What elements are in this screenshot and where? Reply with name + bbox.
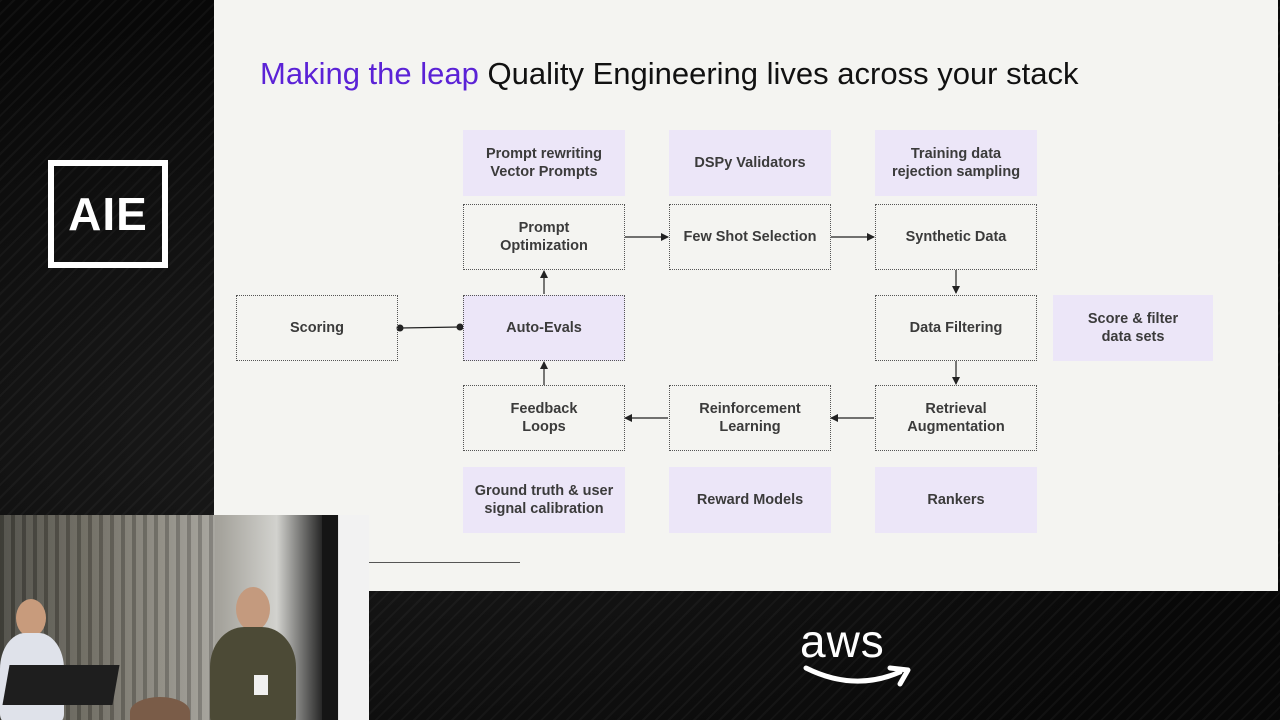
node-ground-truth: Ground truth & user signal calibration (463, 467, 625, 533)
presenter-badge (254, 675, 268, 695)
node-feedback-loops: Feedback Loops (463, 385, 625, 451)
node-few-shot-selection: Few Shot Selection (669, 204, 831, 270)
audience-head (130, 697, 190, 720)
slide-title: Making the leap Quality Engineering live… (260, 56, 1078, 92)
title-rest: Quality Engineering lives across your st… (478, 56, 1079, 91)
node-prompt-optimization: Prompt Optimization (463, 204, 625, 270)
node-synthetic-data: Synthetic Data (875, 204, 1037, 270)
aws-smile-icon (803, 665, 911, 687)
node-dspy-validators: DSPy Validators (669, 130, 831, 196)
speaker-video-inset (0, 515, 369, 720)
slide: Making the leap Quality Engineering live… (214, 0, 1278, 591)
presenter-right-head (236, 587, 270, 631)
aie-logo-text: AIE (68, 188, 148, 240)
node-prompt-rewriting: Prompt rewriting Vector Prompts (463, 130, 625, 196)
presenter-laptop (2, 665, 120, 705)
node-auto-evals: Auto-Evals (463, 295, 625, 361)
title-accent: Making the leap (260, 56, 479, 91)
node-reward-models: Reward Models (669, 467, 831, 533)
presenter-right-body (210, 627, 296, 720)
node-retrieval-augmentation: Retrieval Augmentation (875, 385, 1037, 451)
video-door-frame (322, 515, 338, 720)
link-dot-scoring (396, 324, 404, 332)
link-scoring-autoevals (399, 326, 461, 329)
link-dot-autoevals (456, 323, 464, 331)
node-rankers: Rankers (875, 467, 1037, 533)
aie-logo: AIE (48, 160, 168, 268)
node-reinforcement-learning: Reinforcement Learning (669, 385, 831, 451)
node-scoring: Scoring (236, 295, 398, 361)
diagram-connectors (396, 233, 960, 422)
aws-logo-text: aws (800, 615, 885, 667)
presenter-left-head (16, 599, 46, 637)
node-score-filter: Score & filter data sets (1053, 295, 1213, 361)
node-training-data: Training data rejection sampling (875, 130, 1037, 196)
node-data-filtering: Data Filtering (875, 295, 1037, 361)
slide-underline (369, 562, 520, 563)
aws-logo: aws (800, 618, 920, 698)
